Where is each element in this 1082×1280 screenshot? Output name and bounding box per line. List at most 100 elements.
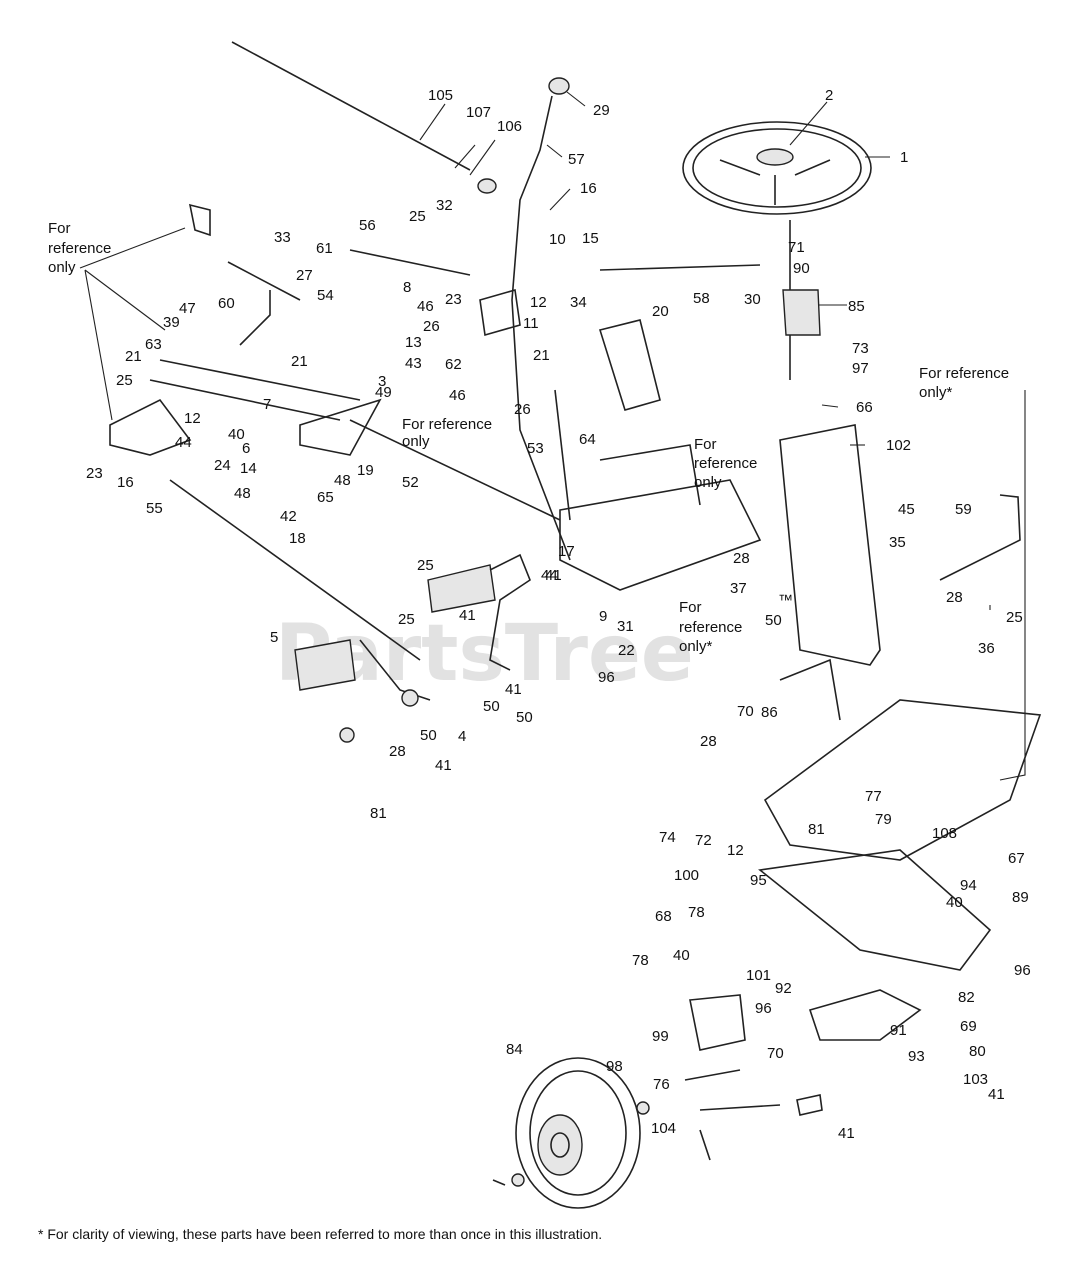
rod-60 — [239, 290, 271, 346]
front-axle — [758, 849, 992, 971]
part-label-78: 78 — [632, 952, 649, 969]
part-label-21: 21 — [533, 347, 550, 364]
part-label-96: 96 — [755, 1000, 772, 1017]
cable-knob — [477, 178, 497, 194]
part-label-48: 48 — [334, 472, 351, 489]
washer-41-front — [636, 1101, 650, 1115]
part-label-61: 61 — [316, 240, 333, 257]
part-label-26: 26 — [514, 401, 531, 418]
part-label-70: 70 — [767, 1045, 784, 1062]
part-label-41: 41 — [505, 681, 522, 698]
part-label-90: 90 — [793, 260, 810, 277]
part-label-41: 41 — [988, 1086, 1005, 1103]
part-label-101: 101 — [746, 967, 771, 984]
cross-shaft — [149, 359, 361, 421]
rod-56 — [349, 249, 471, 276]
bracket-22 — [779, 658, 841, 721]
ref-right: For reference only* — [919, 365, 1013, 401]
part-label-81: 81 — [370, 805, 387, 822]
part-label-13: 13 — [405, 334, 422, 351]
part-label-36: 36 — [978, 640, 995, 657]
part-label-49: 49 — [375, 384, 392, 401]
part-label-74: 74 — [659, 829, 676, 846]
part-label-100: 100 — [674, 867, 699, 884]
steering-wheel — [682, 121, 872, 215]
part-label-35: 35 — [889, 534, 906, 551]
part-label-41: 41 — [459, 607, 476, 624]
axle-37 — [427, 564, 496, 613]
part-label-34: 34 — [570, 294, 587, 311]
part-label-31: 31 — [617, 618, 634, 635]
part-label-23: 23 — [86, 465, 103, 482]
part-label-43: 43 — [405, 355, 422, 372]
part-label-50: 50 — [420, 727, 437, 744]
parts-drawing — [79, 41, 1042, 1209]
part-label-15: 15 — [582, 230, 599, 247]
part-label-94: 94 — [960, 877, 977, 894]
ref-left-top: For reference only — [48, 220, 116, 276]
part-label-48: 48 — [234, 485, 251, 502]
part-label-85: 85 — [848, 298, 865, 315]
part-label-70: 70 — [737, 703, 754, 720]
part-label-16: 16 — [580, 180, 597, 197]
part-label-5: 5 — [270, 629, 278, 646]
part-label-19: 19 — [357, 462, 374, 479]
part-label-96: 96 — [1014, 962, 1031, 979]
bushing-50 — [401, 689, 419, 707]
part-label-17: 17 — [558, 543, 575, 560]
bushing-84 — [796, 1094, 823, 1116]
part-label-92: 92 — [775, 980, 792, 997]
part-label-18: 18 — [289, 530, 306, 547]
part-label-8: 8 — [403, 279, 411, 296]
ref-bracket-right — [999, 390, 1026, 781]
part-label-77: 77 — [865, 788, 882, 805]
part-label-89: 89 — [1012, 889, 1029, 906]
part-label-71: 71 — [788, 239, 805, 256]
part-label-50: 50 — [516, 709, 533, 726]
part-label-105: 105 — [428, 87, 453, 104]
part-label-55: 55 — [146, 500, 163, 517]
part-label-79: 79 — [875, 811, 892, 828]
part-label-50: 50 — [765, 612, 782, 629]
part-label-4: 4 — [458, 728, 466, 745]
part-label-99: 99 — [652, 1028, 669, 1045]
part-label-78: 78 — [688, 904, 705, 921]
part-label-21: 21 — [125, 348, 142, 365]
part-label-3: 3 — [378, 373, 386, 390]
part-label-50: 50 — [483, 698, 500, 715]
part-label-25: 25 — [1006, 609, 1023, 626]
part-label-41: 41 — [545, 567, 562, 584]
part-label-32: 32 — [436, 197, 453, 214]
part-label-45: 45 — [898, 501, 915, 518]
part-label-2: 2 — [825, 87, 833, 104]
front-wheel — [515, 1057, 641, 1209]
spring-85 — [782, 289, 821, 336]
part-label-76: 76 — [653, 1076, 670, 1093]
part-label-86: 86 — [761, 704, 778, 721]
bracket-12 — [479, 288, 521, 337]
part-label-25: 25 — [417, 557, 434, 574]
part-label-62: 62 — [445, 356, 462, 373]
part-label-40: 40 — [673, 947, 690, 964]
part-label-60: 60 — [218, 295, 235, 312]
throttle-cable — [231, 41, 471, 171]
part-label-28: 28 — [389, 743, 406, 760]
plate-19 — [299, 398, 382, 456]
part-label-23: 23 — [445, 291, 462, 308]
part-label-103: 103 — [963, 1071, 988, 1088]
spring-33 — [227, 261, 301, 301]
part-label-53: 53 — [527, 440, 544, 457]
part-label-11: 11 — [523, 315, 539, 332]
part-label-84: 84 — [506, 1041, 523, 1058]
gear-92 — [808, 989, 922, 1041]
part-label-72: 72 — [695, 832, 712, 849]
part-label-24: 24 — [214, 457, 231, 474]
part-label-26: 26 — [423, 318, 440, 335]
part-label-95: 95 — [750, 872, 767, 889]
part-label-28: 28 — [700, 733, 717, 750]
part-label-57: 57 — [568, 151, 585, 168]
part-label-96: 96 — [598, 669, 615, 686]
part-label-59: 59 — [955, 501, 972, 518]
part-label-9: 9 — [599, 608, 607, 625]
